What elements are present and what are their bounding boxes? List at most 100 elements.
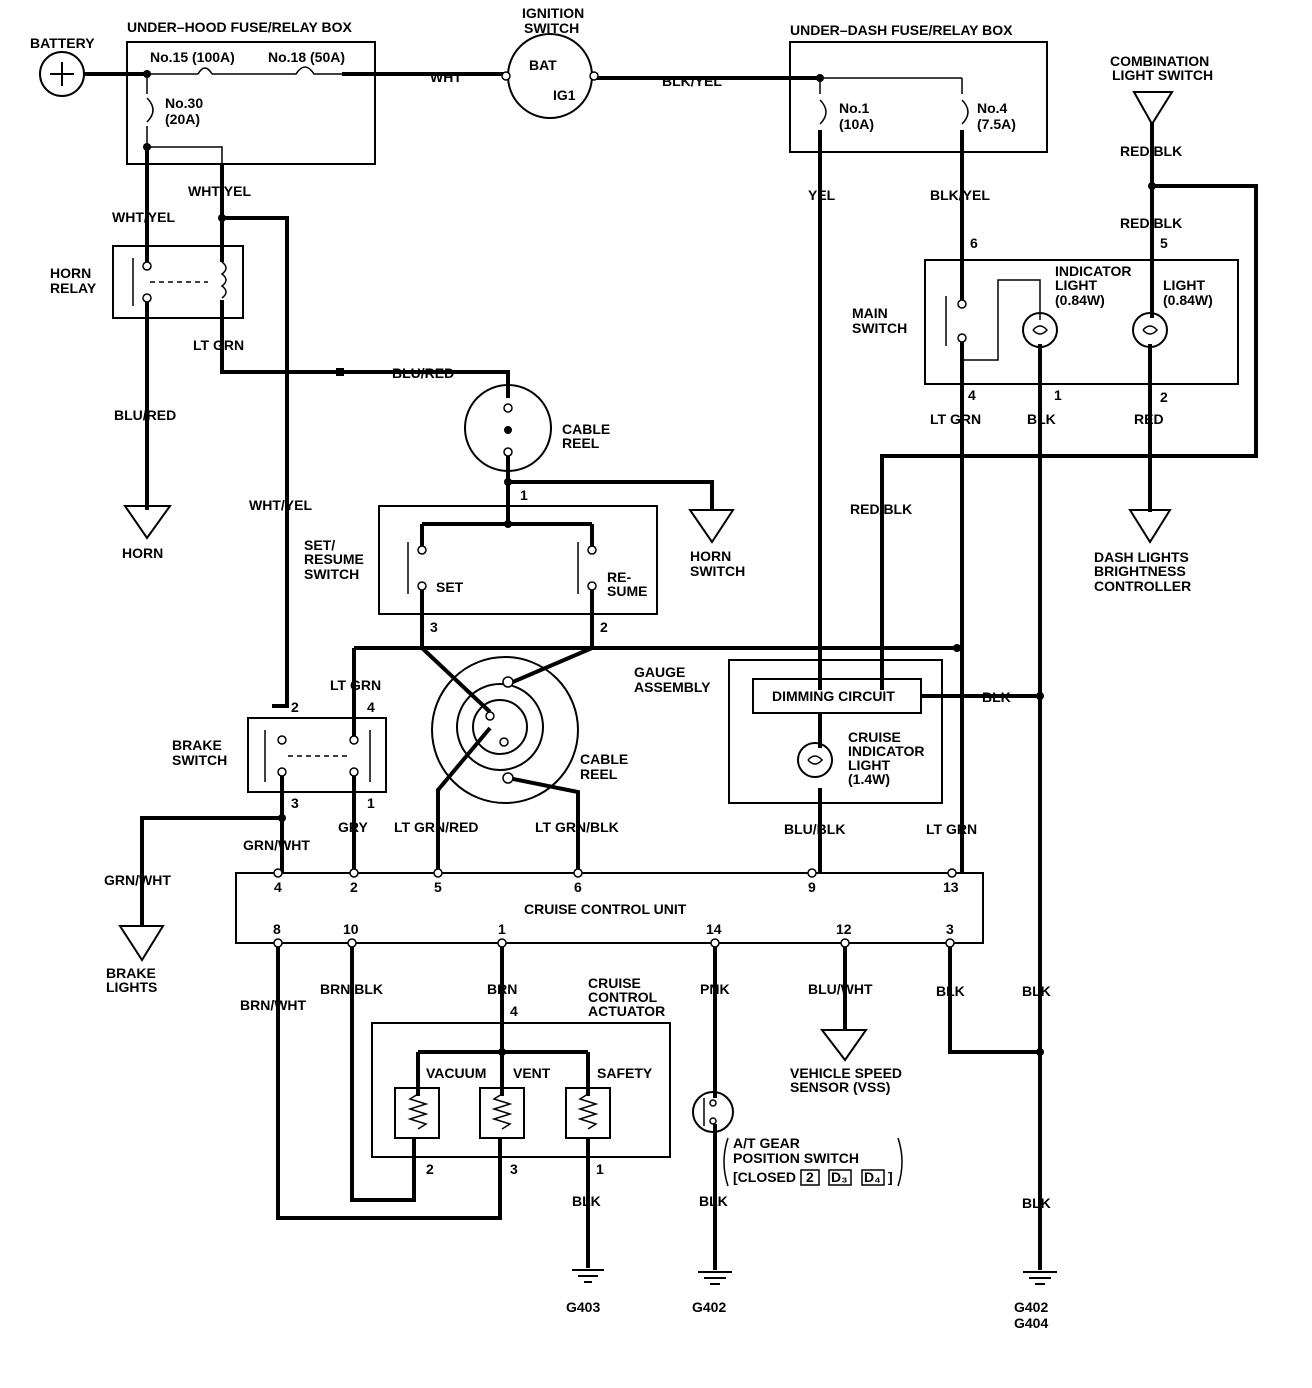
wire-label: WHT/YEL [112, 209, 175, 225]
pin-label: 1 [520, 487, 528, 503]
gauge-assembly-label-2: ASSEMBLY [634, 679, 711, 695]
fuse-4-label: No.4 [977, 100, 1008, 116]
wire-label: BLK [1027, 411, 1056, 427]
wire-label: BLK/YEL [662, 73, 722, 89]
fuse-1-rating: (10A) [839, 116, 874, 132]
pin-label: 2 [1160, 389, 1168, 405]
wire-label: GRY [338, 819, 368, 835]
under-dash-fuse-box [789, 41, 1048, 153]
wire-label: LT GRN [926, 821, 977, 837]
brake-lights-arrow [118, 925, 165, 962]
horn-label: HORN [122, 545, 163, 561]
light-label-1: LIGHT [1163, 277, 1205, 293]
indicator-light-label-1: INDICATOR [1055, 263, 1131, 279]
vss-arrow [819, 1029, 868, 1062]
actuator-solenoids [394, 1087, 611, 1139]
wires [84, 66, 1258, 1270]
gauge-assembly-box [728, 659, 943, 804]
cable-reel-gauge-label-1: CABLE [580, 751, 628, 767]
pin-label: 1 [498, 921, 506, 937]
pin-label: 5 [1160, 235, 1168, 251]
main-switch-box [924, 259, 1239, 385]
horn-arrow [123, 505, 172, 540]
wire-label: GRN/WHT [243, 837, 310, 853]
component-labels: BATTERY UNDER–HOOD FUSE/RELAY BOX No.15 … [30, 5, 1213, 1331]
pin-label: 9 [808, 879, 816, 895]
set-label: SET [436, 579, 464, 595]
dimming-circuit-label: DIMMING CIRCUIT [772, 688, 895, 704]
dash-lights-label-1: DASH LIGHTS [1094, 549, 1189, 565]
ground-symbols [572, 1269, 1057, 1285]
pin-label: 4 [968, 387, 976, 403]
wire-label: BLU/RED [114, 407, 176, 423]
g403-label: G403 [566, 1299, 600, 1315]
vent-label: VENT [513, 1065, 551, 1081]
pin-label: 14 [706, 921, 722, 937]
pin-label: 3 [291, 795, 299, 811]
wire-label: LT GRN/RED [394, 819, 479, 835]
ignition-ig1: IG1 [553, 87, 576, 103]
wire-label: LT GRN [930, 411, 981, 427]
brake-switch-symbol [264, 730, 371, 782]
wire-label: BLK/YEL [930, 187, 990, 203]
vss-label-1: VEHICLE SPEED [790, 1065, 902, 1081]
dash-lights-label-3: CONTROLLER [1094, 578, 1191, 594]
pin-label: 2 [291, 699, 299, 715]
horn-relay-label-1: HORN [50, 265, 91, 281]
wire-label: BRN/WHT [240, 997, 307, 1013]
gauge-assembly-label-1: GAUGE [634, 664, 685, 680]
fuse-1-label: No.1 [839, 100, 870, 116]
wire-label: WHT/YEL [188, 183, 251, 199]
horn-relay-box [112, 245, 244, 319]
cable-reel-top-label-1: CABLE [562, 421, 610, 437]
horn-switch-arrow [688, 509, 735, 544]
main-switch-label-1: MAIN [852, 305, 888, 321]
cable-reel-gauge-symbol [431, 656, 579, 804]
wire-label: YEL [808, 187, 836, 203]
at-switch-gear-d3: D₃ [831, 1169, 848, 1185]
under-hood-label: UNDER–HOOD FUSE/RELAY BOX [127, 19, 352, 35]
pin-label: 8 [273, 921, 281, 937]
actuator-label-2: CONTROL [588, 989, 658, 1005]
set-resume-label-2: RESUME [304, 551, 364, 567]
at-switch-label-2: POSITION SWITCH [733, 1150, 859, 1166]
horn-relay-label-2: RELAY [50, 280, 97, 296]
resume-label-2: SUME [607, 583, 647, 599]
at-switch-label-3: [CLOSED [733, 1169, 796, 1185]
fuse-30-label: No.30 [165, 95, 203, 111]
wire-label: WHT [430, 69, 462, 85]
wire-label: GRN/WHT [104, 872, 171, 888]
battery-label: BATTERY [30, 35, 95, 51]
vacuum-label: VACUUM [426, 1065, 486, 1081]
set-resume-switch-symbol [407, 542, 597, 594]
wire-label: BLU/BLK [784, 821, 845, 837]
main-switch-label-2: SWITCH [852, 320, 907, 336]
set-resume-label-1: SET/ [304, 537, 335, 553]
wire-label: RED/BLK [1120, 215, 1182, 231]
pin-label: 4 [510, 1003, 518, 1019]
wire-label: PNK [700, 981, 730, 997]
pin-label: 6 [574, 879, 582, 895]
pin-label: 2 [600, 619, 608, 635]
component-outlines [112, 41, 1239, 1158]
cruise-indicator-label-2: INDICATOR [848, 743, 924, 759]
horn-switch-label-2: SWITCH [690, 563, 745, 579]
cable-reel-top-symbol [464, 384, 552, 472]
actuator-label-1: CRUISE [588, 975, 641, 991]
battery-symbol [39, 51, 85, 97]
cruise-indicator-label-1: CRUISE [848, 729, 901, 745]
wire-label: RED/BLK [850, 501, 912, 517]
pin-label: 1 [367, 795, 375, 811]
junction-dots [143, 70, 1156, 1056]
g404-label: G404 [1014, 1315, 1048, 1331]
at-switch-bracket: ] [888, 1169, 893, 1185]
fuse-30-rating: (20A) [165, 111, 200, 127]
cruise-indicator-label-3: LIGHT [848, 757, 890, 773]
indicator-light-label-2: LIGHT [1055, 277, 1097, 293]
fuse-18-label: No.18 (50A) [268, 49, 345, 65]
wire-label: BLK [699, 1193, 728, 1209]
pin-label: 3 [510, 1161, 518, 1177]
wire-label: BLK [936, 983, 965, 999]
horn-switch-label-1: HORN [690, 548, 731, 564]
